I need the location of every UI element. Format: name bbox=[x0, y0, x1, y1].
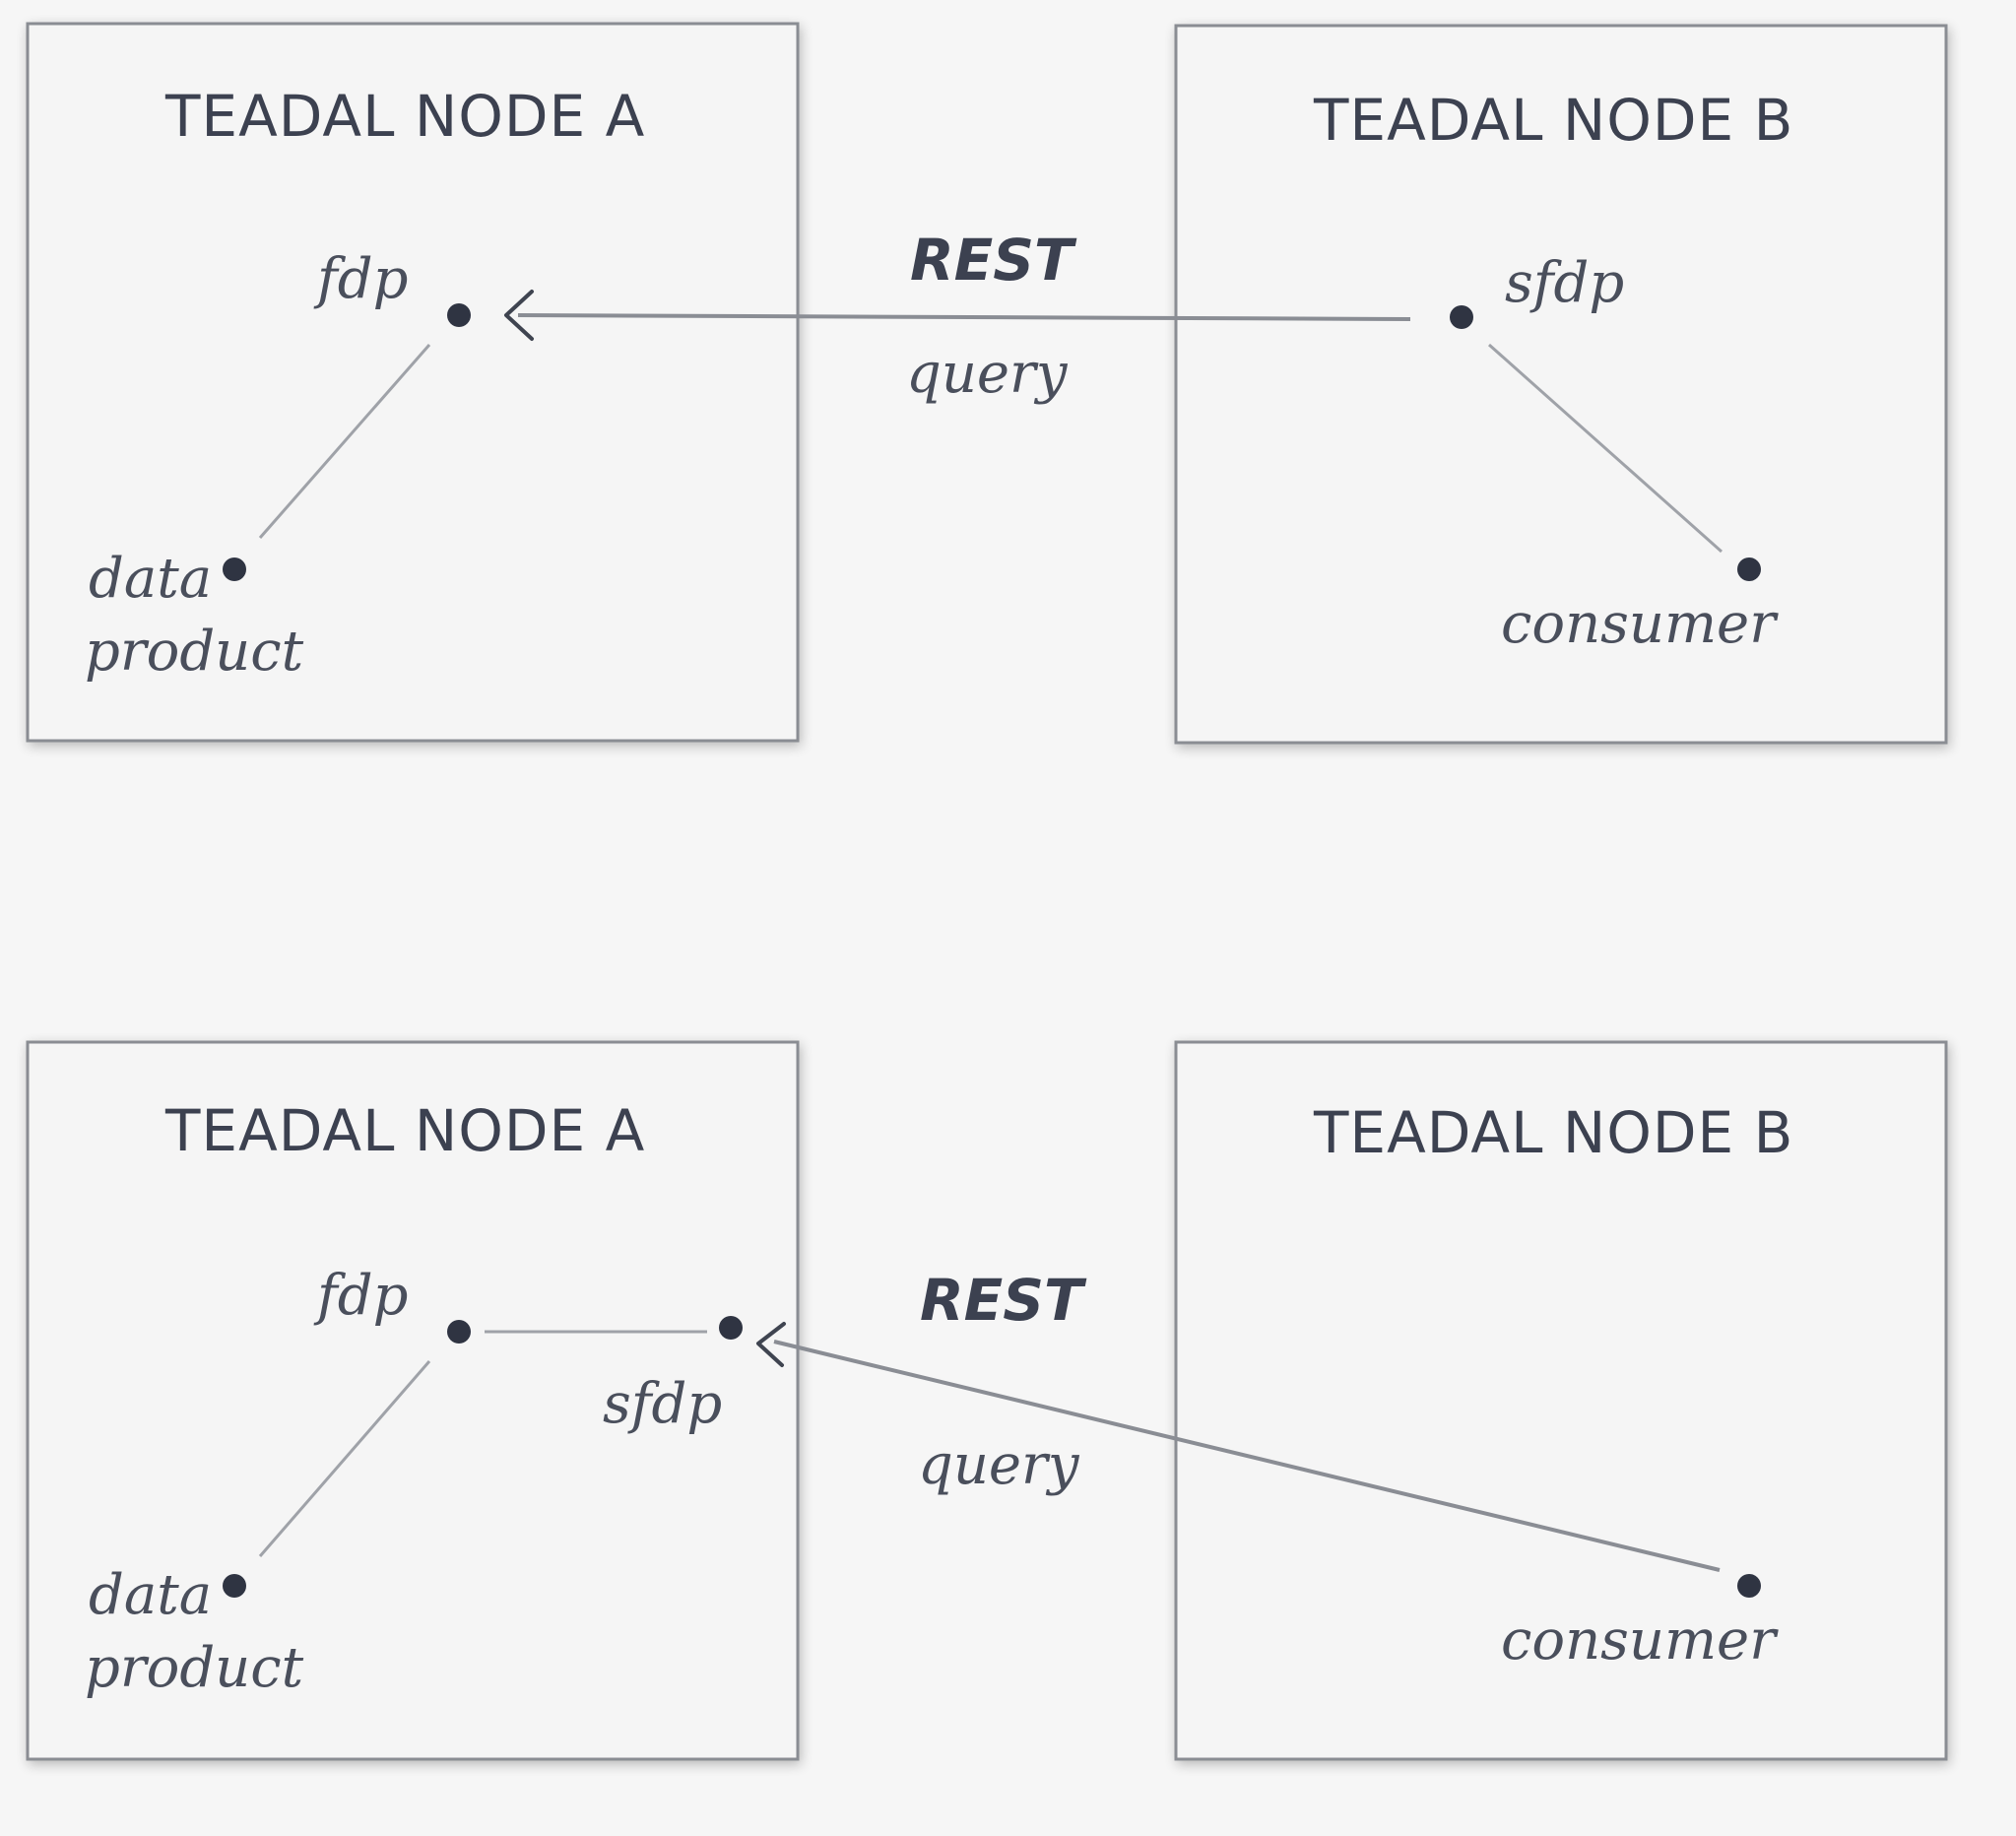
bottom-node-b: TEADAL NODE B consumer bbox=[1174, 1040, 1948, 1761]
top-panel: TEADAL NODE A fdp data product TEADAL NO… bbox=[26, 22, 1948, 745]
top-sfdp-dot bbox=[1450, 305, 1473, 329]
top-rest-label: REST bbox=[910, 227, 1077, 294]
top-fdp-label: fdp bbox=[313, 247, 408, 311]
top-data-product-dot bbox=[223, 557, 246, 581]
bottom-fdp-label: fdp bbox=[313, 1264, 408, 1328]
bottom-query-label: query bbox=[918, 1433, 1080, 1497]
bottom-node-b-title: TEADAL NODE B bbox=[1313, 1099, 1793, 1166]
bottom-panel: TEADAL NODE A fdp sfdp data product TEAD… bbox=[26, 1040, 1948, 1761]
bottom-query-arrowhead bbox=[756, 1322, 786, 1367]
top-node-b-box bbox=[1174, 24, 1948, 745]
bottom-rest-label: REST bbox=[920, 1267, 1087, 1334]
bottom-data-product-label-line1: data bbox=[89, 1563, 212, 1627]
top-node-b-title: TEADAL NODE B bbox=[1313, 87, 1793, 154]
top-node-a: TEADAL NODE A fdp data product bbox=[26, 22, 800, 743]
bottom-consumer-dot bbox=[1737, 1574, 1761, 1598]
top-query-label: query bbox=[906, 342, 1069, 406]
top-consumer-dot bbox=[1737, 557, 1761, 581]
top-data-product-label-line2: product bbox=[85, 620, 304, 684]
bottom-fdp-to-data-product-edge bbox=[258, 1360, 431, 1557]
bottom-fdp-dot bbox=[447, 1320, 471, 1344]
bottom-sfdp-dot bbox=[719, 1316, 743, 1340]
bottom-data-product-label-line2: product bbox=[85, 1636, 304, 1700]
top-node-a-title: TEADAL NODE A bbox=[164, 83, 645, 150]
top-fdp-to-data-product-edge bbox=[258, 344, 431, 539]
bottom-rest-query-link: REST query bbox=[756, 1267, 1721, 1572]
top-sfdp-label: sfdp bbox=[1505, 251, 1624, 315]
bottom-consumer-label: consumer bbox=[1501, 1608, 1779, 1672]
top-node-a-box bbox=[26, 22, 800, 743]
bottom-query-edge bbox=[773, 1340, 1721, 1572]
top-fdp-dot bbox=[447, 303, 471, 327]
bottom-data-product-dot bbox=[223, 1574, 246, 1598]
top-data-product-label-line1: data bbox=[89, 547, 212, 611]
top-consumer-label: consumer bbox=[1501, 592, 1779, 656]
top-query-edge bbox=[517, 313, 1411, 321]
bottom-node-b-box bbox=[1174, 1040, 1948, 1761]
bottom-node-a: TEADAL NODE A fdp sfdp data product bbox=[26, 1040, 800, 1761]
top-node-b: TEADAL NODE B sfdp consumer bbox=[1174, 24, 1948, 745]
bottom-node-a-title: TEADAL NODE A bbox=[164, 1097, 645, 1164]
top-rest-query-link: REST query bbox=[504, 227, 1411, 406]
bottom-node-a-box bbox=[26, 1040, 800, 1761]
top-query-arrowhead bbox=[504, 290, 534, 341]
bottom-sfdp-label: sfdp bbox=[603, 1372, 722, 1436]
top-sfdp-to-consumer-edge bbox=[1488, 343, 1723, 554]
